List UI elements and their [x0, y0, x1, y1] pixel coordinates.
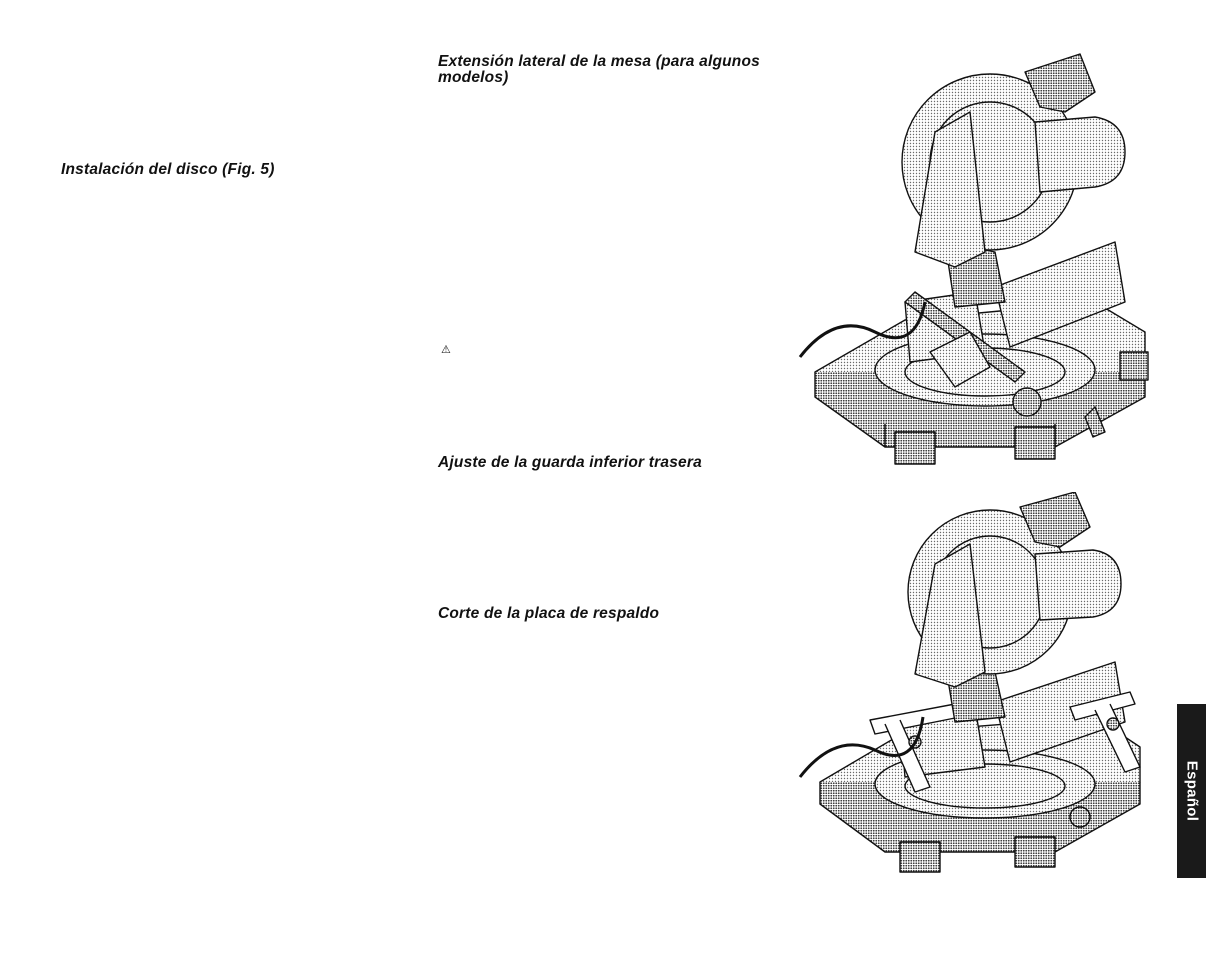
miter-saw-with-side-extensions-illustration: [795, 491, 1155, 882]
heading-blade-install: Instalación del disco (Fig. 5): [61, 161, 275, 178]
warning-icon: ⚠: [441, 343, 451, 356]
miter-saw-with-clamp-illustration: [795, 52, 1155, 472]
heading-rear-lower-guard: Ajuste de la guarda inferior trasera: [438, 454, 702, 471]
language-tab-label: Español: [1183, 760, 1200, 822]
heading-backing-plate-cut: Corte de la placa de respaldo: [438, 605, 660, 622]
heading-table-extension: Extensión lateral de la mesa (para algun…: [438, 53, 760, 86]
language-tab: Español: [1177, 704, 1206, 878]
